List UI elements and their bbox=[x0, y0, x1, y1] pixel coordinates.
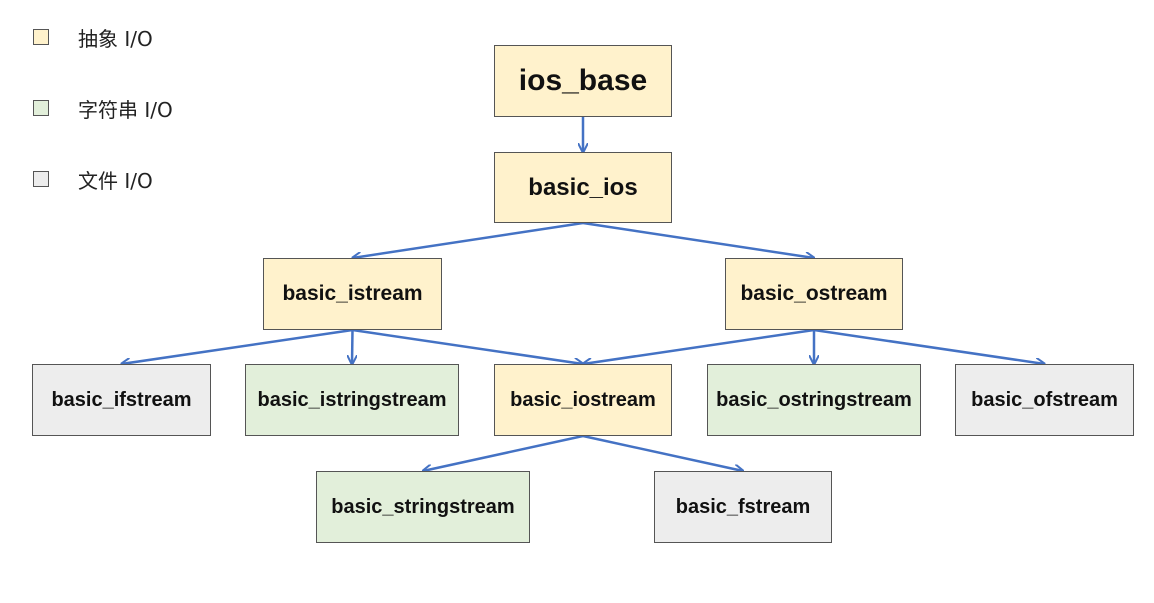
node-basic-stringstream: basic_stringstream bbox=[316, 471, 530, 543]
arrow-basic-ostream-to-basic-iostream bbox=[583, 328, 815, 364]
arrow-basic-ios-to-basic-ostream bbox=[582, 221, 814, 258]
node-basic-ostringstream: basic_ostringstream bbox=[707, 364, 921, 436]
legend-swatch-file bbox=[33, 171, 49, 187]
legend-label-abstract: 抽象 I/O bbox=[78, 26, 153, 51]
arrow-basic-iostream-to-basic-stringstream bbox=[423, 434, 584, 471]
arrow-basic-istream-to-basic-ifstream bbox=[122, 328, 353, 364]
arrow-basic-istream-to-basic-istringstream bbox=[352, 329, 353, 364]
node-basic-ios: basic_ios bbox=[494, 152, 672, 223]
arrow-basic-iostream-to-basic-fstream bbox=[582, 434, 743, 471]
legend-item-file-io: 文件 I/O bbox=[33, 169, 153, 193]
arrow-basic-ios-to-basic-istream bbox=[353, 221, 584, 258]
legend-item-string-io: 字符串 I/O bbox=[33, 98, 173, 122]
node-ios-base: ios_base bbox=[494, 45, 672, 117]
legend-label-string: 字符串 I/O bbox=[78, 97, 173, 122]
node-basic-iostream: basic_iostream bbox=[494, 364, 672, 436]
node-basic-ofstream: basic_ofstream bbox=[955, 364, 1134, 436]
node-basic-ifstream: basic_ifstream bbox=[32, 364, 211, 436]
node-basic-ostream: basic_ostream bbox=[725, 258, 903, 330]
arrow-basic-istream-to-basic-iostream bbox=[352, 328, 584, 364]
node-basic-istringstream: basic_istringstream bbox=[245, 364, 459, 436]
legend-item-abstract-io: 抽象 I/O bbox=[33, 27, 153, 51]
legend-swatch-string bbox=[33, 100, 49, 116]
node-basic-istream: basic_istream bbox=[263, 258, 442, 330]
arrow-basic-ostream-to-basic-ofstream bbox=[813, 328, 1045, 364]
legend-swatch-abstract bbox=[33, 29, 49, 45]
node-basic-fstream: basic_fstream bbox=[654, 471, 832, 543]
legend-label-file: 文件 I/O bbox=[78, 168, 153, 193]
